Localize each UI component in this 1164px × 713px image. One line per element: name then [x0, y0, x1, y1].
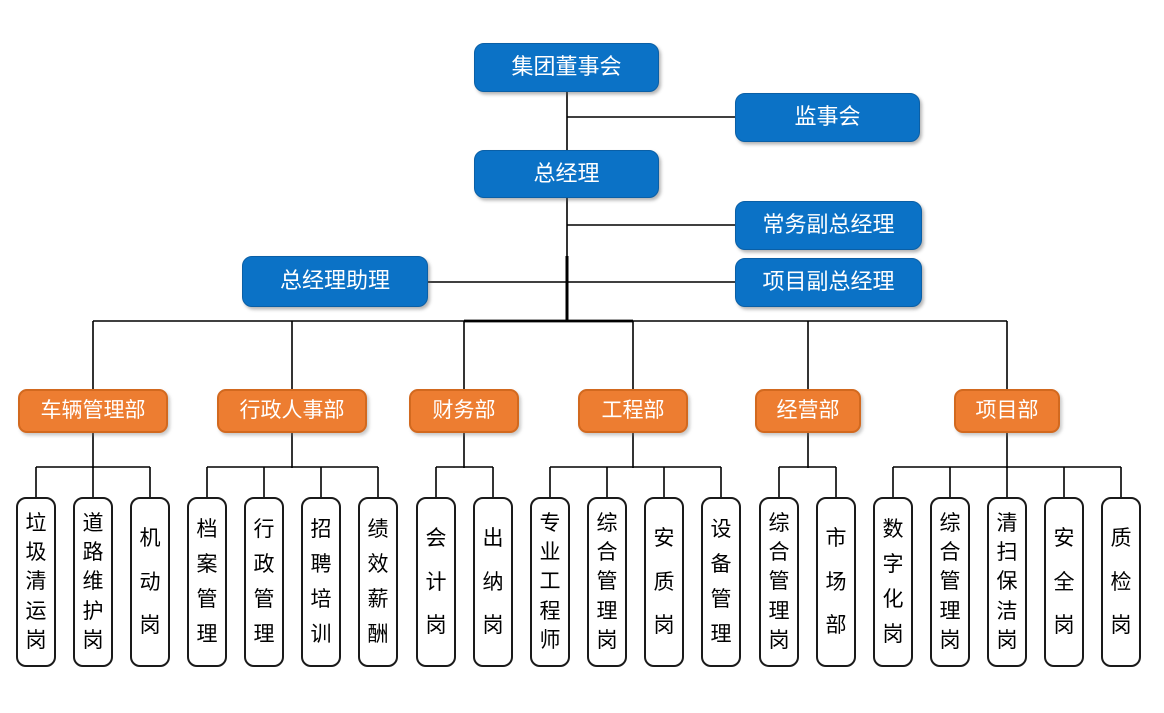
- node-position-market: 市场部: [816, 497, 856, 667]
- node-position-general-management-proj: 综合管理岗: [930, 497, 970, 667]
- node-dept-operations: 经营部: [755, 389, 861, 433]
- node-gm-assistant-label: 总经理助理: [279, 268, 390, 294]
- dept-label: 项目部: [975, 399, 1039, 423]
- node-position-equipment-management: 设备管理: [701, 497, 741, 667]
- node-dept-engineering: 工程部: [578, 389, 688, 433]
- node-position-sweeping-cleaning: 清扫保洁岗: [987, 497, 1027, 667]
- dept-label: 财务部: [432, 399, 496, 423]
- dept-label: 工程部: [601, 399, 665, 423]
- node-position-professional-engineer: 专业工程师: [530, 497, 570, 667]
- node-dept-project: 项目部: [954, 389, 1060, 433]
- node-group-board-label: 集团董事会: [511, 54, 622, 80]
- node-position-accounting: 会计岗: [416, 497, 456, 667]
- node-position-safety-quality: 安质岗: [644, 497, 684, 667]
- node-position-archive-management: 档案管理: [187, 497, 227, 667]
- node-position-performance-compensation: 绩效薪酬: [358, 497, 398, 667]
- dept-label: 行政人事部: [239, 399, 345, 423]
- dept-label: 车辆管理部: [40, 399, 146, 423]
- node-general-manager-label: 总经理: [533, 160, 600, 186]
- node-position-general-management-ops: 综合管理岗: [759, 497, 799, 667]
- dept-label: 经营部: [776, 399, 840, 423]
- node-dept-vehicle-management: 车辆管理部: [18, 389, 168, 433]
- node-position-digitalization: 数字化岗: [873, 497, 913, 667]
- node-dept-finance: 财务部: [409, 389, 519, 433]
- node-supervisory-board-label: 监事会: [794, 104, 861, 130]
- node-project-deputy-gm: 项目副总经理: [735, 258, 922, 307]
- node-position-recruit-training: 招聘培训: [301, 497, 341, 667]
- node-position-admin-management: 行政管理: [244, 497, 284, 667]
- node-position-general-management-eng: 综合管理岗: [587, 497, 627, 667]
- node-position-mobile: 机动岗: [130, 497, 170, 667]
- node-supervisory-board: 监事会: [735, 93, 920, 142]
- node-dept-admin-hr: 行政人事部: [217, 389, 367, 433]
- node-position-safety: 安全岗: [1044, 497, 1084, 667]
- node-position-garbage-removal: 垃圾清运岗: [16, 497, 56, 667]
- node-executive-deputy-gm-label: 常务副总经理: [762, 212, 895, 238]
- node-gm-assistant: 总经理助理: [242, 256, 428, 307]
- node-executive-deputy-gm: 常务副总经理: [735, 201, 922, 250]
- node-group-board: 集团董事会: [474, 43, 659, 92]
- node-position-road-maintenance: 道路维护岗: [73, 497, 113, 667]
- node-project-deputy-gm-label: 项目副总经理: [762, 269, 895, 295]
- node-position-quality-inspection: 质检岗: [1101, 497, 1141, 667]
- node-position-cashier: 出纳岗: [473, 497, 513, 667]
- node-general-manager: 总经理: [474, 150, 659, 198]
